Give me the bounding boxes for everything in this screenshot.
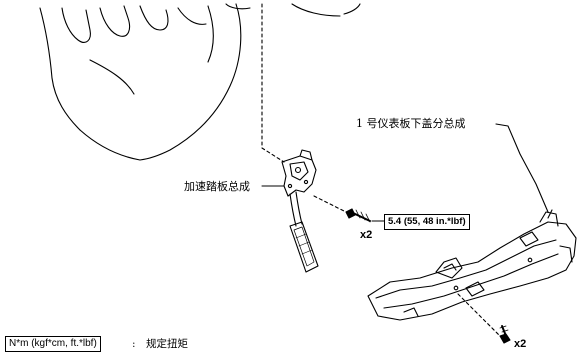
legend-separator: : xyxy=(132,338,136,350)
accelerator-pedal-assembly xyxy=(281,149,319,273)
assembly-guide-lines xyxy=(261,3,501,337)
panel-label-leader xyxy=(495,123,549,213)
accelerator-pedal-label: 加速踏板总成 xyxy=(184,180,250,193)
instrument-panel-lower-cover-label: 1 号仪表板下盖分总成 xyxy=(356,117,466,130)
torque-units-legend: N*m (kgf*cm, ft.*lbf) xyxy=(5,336,101,352)
bolt-count-lower: x2 xyxy=(514,338,527,350)
bolt-count-upper: x2 xyxy=(360,229,373,241)
foot-outline xyxy=(39,3,361,161)
lower-bolt xyxy=(499,325,511,344)
upper-bolt xyxy=(345,208,371,223)
torque-callout: 5.4 (55, 48 in.*lbf) xyxy=(384,214,470,230)
lower-instrument-panel-cover xyxy=(367,209,577,321)
legend-meaning: 规定扭矩 xyxy=(146,338,188,350)
